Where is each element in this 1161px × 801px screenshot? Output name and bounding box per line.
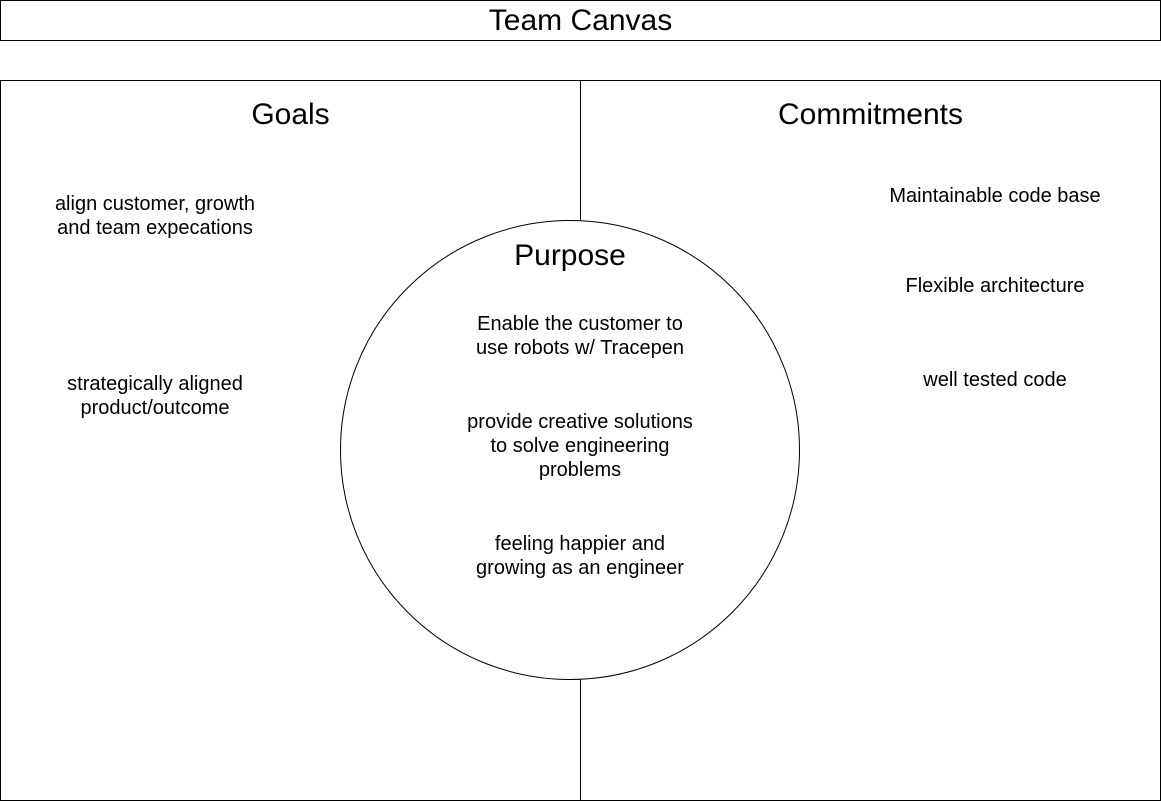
commitments-heading: Commitments: [777, 98, 964, 131]
goals-heading: Goals: [251, 98, 330, 131]
purpose-heading: Purpose: [514, 239, 626, 272]
goal-note: align customer, growth and team expecati…: [54, 193, 256, 239]
purpose-note: provide creative solutions to solve engi…: [467, 411, 693, 481]
canvas-title-text: Team Canvas: [488, 3, 673, 37]
commitment-note: Maintainable code base: [889, 185, 1101, 207]
purpose-note: Enable the customer to use robots w/ Tra…: [476, 313, 684, 359]
commitment-note: Flexible architecture: [905, 275, 1085, 297]
purpose-circle: Purpose: [340, 220, 800, 680]
commitment-note: well tested code: [923, 369, 1067, 391]
purpose-note: feeling happier and growing as an engine…: [476, 533, 684, 579]
canvas-title: Team Canvas: [0, 0, 1161, 41]
goal-note: strategically aligned product/outcome: [67, 373, 243, 419]
